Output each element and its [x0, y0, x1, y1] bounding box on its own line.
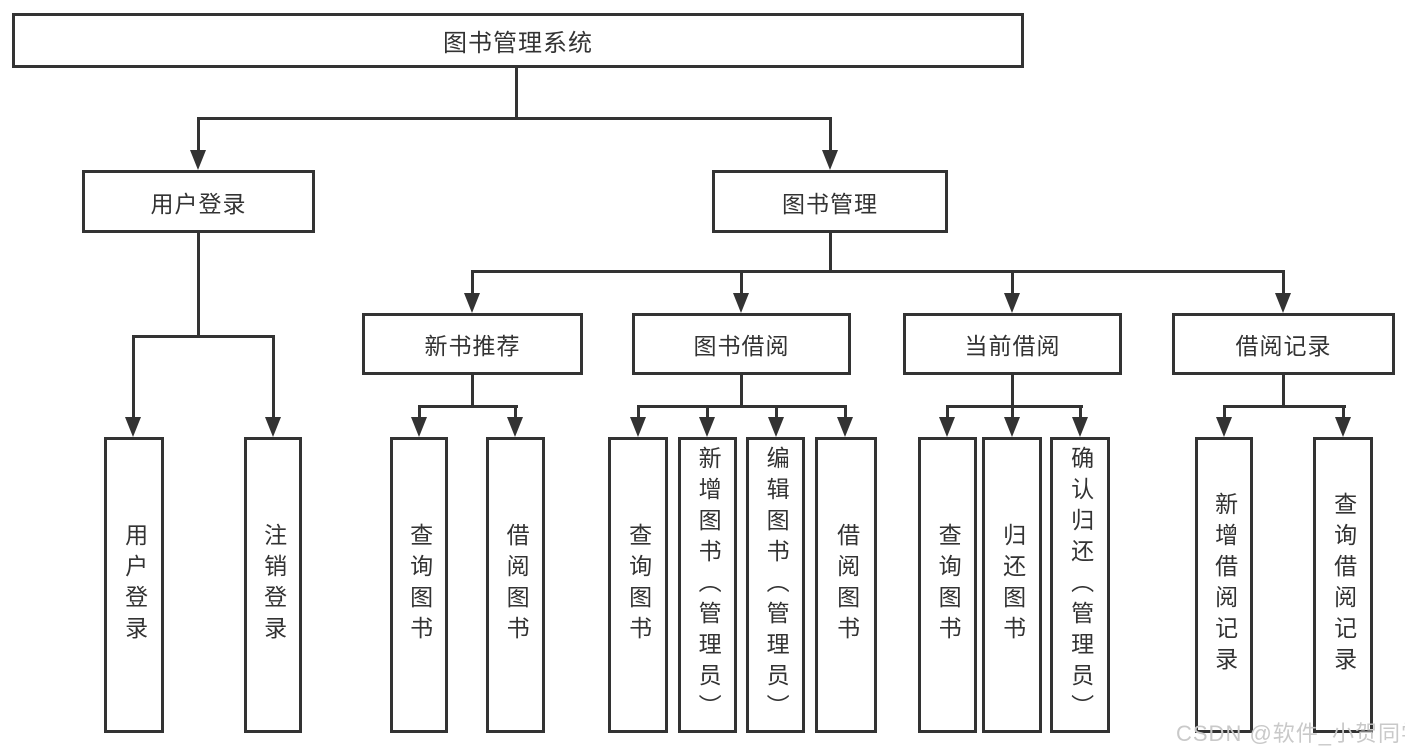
arrowhead-book-management	[822, 150, 838, 170]
node-root-label: 图书管理系统	[443, 30, 593, 57]
arrowhead-user-login	[190, 150, 206, 170]
leaf-borrow-books-recommend: 借阅图书	[486, 437, 545, 733]
leaf-query-borrow-record: 查询借阅记录	[1313, 437, 1373, 733]
connector-book-borrowing-hline	[637, 405, 847, 408]
watermark: CSDN @软件_小贺同学	[1176, 721, 1405, 746]
arrowhead-add-record	[1216, 417, 1232, 437]
connector-drop-user-login	[197, 117, 200, 155]
leaf-add-borrow-record-label: 新增借阅记录	[1211, 492, 1238, 678]
connector-drop-book-management	[829, 117, 832, 155]
connector-drop-current-borrowing	[1011, 270, 1014, 297]
connector-drop-borrow1	[514, 405, 517, 419]
leaf-query-borrow-record-label: 查询借阅记录	[1330, 492, 1357, 678]
arrowhead-return-book	[1004, 417, 1020, 437]
node-book-management-label: 图书管理	[782, 190, 878, 217]
arrowhead-new-book	[464, 293, 480, 313]
leaf-query-books-recommend: 查询图书	[390, 437, 448, 733]
connector-drop-book-borrowing	[740, 270, 743, 297]
leaf-add-borrow-record: 新增借阅记录	[1195, 437, 1253, 733]
leaf-confirm-return-admin-label: 确认归还（管理员）	[1067, 445, 1094, 725]
arrowhead-borrow2	[837, 417, 853, 437]
connector-l2-hline	[197, 117, 832, 120]
connector-drop-query1	[418, 405, 421, 419]
connector-l3-hline	[471, 270, 1285, 273]
connector-user-login-hline	[132, 335, 275, 338]
node-root: 图书管理系统	[12, 13, 1024, 68]
arrowhead-leaf-login	[125, 417, 141, 437]
leaf-borrow-books-recommend-label: 借阅图书	[503, 523, 530, 647]
arrowhead-leaf-logout	[265, 417, 281, 437]
leaf-logout: 注销登录	[244, 437, 302, 733]
connector-drop-leaf-logout	[272, 335, 275, 419]
node-book-management: 图书管理	[712, 170, 948, 233]
connector-drop-leaf-login	[132, 335, 135, 419]
connector-borrowing-records-hline	[1223, 405, 1346, 408]
leaf-return-book-label: 归还图书	[999, 523, 1026, 647]
node-new-book-recommend: 新书推荐	[362, 313, 583, 375]
connector-current-borrowing-hline	[946, 405, 1083, 408]
connector-drop-query-record	[1342, 405, 1345, 419]
node-borrowing-records: 借阅记录	[1172, 313, 1395, 375]
leaf-query-books-current-label: 查询图书	[935, 523, 962, 647]
node-user-login: 用户登录	[82, 170, 315, 233]
connector-drop-return-book	[1011, 405, 1014, 419]
leaf-edit-book-admin: 编辑图书（管理员）	[746, 437, 805, 733]
connector-book-mgmt-stub	[829, 232, 832, 270]
leaf-query-books-borrowing-label: 查询图书	[625, 523, 652, 647]
arrowhead-borrow1	[507, 417, 523, 437]
connector-drop-query3	[946, 405, 949, 419]
connector-drop-new-book	[471, 270, 474, 297]
connector-root-stub	[515, 68, 518, 117]
connector-borrowing-records-stub	[1282, 375, 1285, 405]
leaf-user-login: 用户登录	[104, 437, 164, 733]
arrowhead-borrowing-records	[1275, 293, 1291, 313]
leaf-query-books-current: 查询图书	[918, 437, 977, 733]
connector-drop-borrow2	[844, 405, 847, 419]
arrowhead-current-borrowing	[1004, 293, 1020, 313]
arrowhead-add-book	[699, 417, 715, 437]
leaf-logout-label: 注销登录	[260, 523, 287, 647]
connector-current-borrowing-stub	[1011, 375, 1014, 405]
leaf-edit-book-admin-label: 编辑图书（管理员）	[763, 445, 790, 725]
connector-drop-confirm-return	[1079, 405, 1082, 419]
node-book-borrowing: 图书借阅	[632, 313, 851, 375]
node-user-login-label: 用户登录	[150, 190, 247, 217]
leaf-confirm-return-admin: 确认归还（管理员）	[1050, 437, 1110, 733]
arrowhead-edit-book	[768, 417, 784, 437]
leaf-add-book-admin: 新增图书（管理员）	[678, 437, 737, 733]
arrowhead-confirm-return	[1072, 417, 1088, 437]
leaf-borrow-books-borrowing-label: 借阅图书	[833, 523, 860, 647]
leaf-query-books-recommend-label: 查询图书	[406, 523, 433, 647]
node-new-book-recommend-label: 新书推荐	[424, 333, 521, 359]
node-borrowing-records-label: 借阅记录	[1235, 333, 1332, 359]
node-current-borrowing-label: 当前借阅	[964, 333, 1061, 359]
arrowhead-query2	[630, 417, 646, 437]
connector-drop-query2	[637, 405, 640, 419]
leaf-user-login-label: 用户登录	[121, 523, 148, 647]
leaf-borrow-books-borrowing: 借阅图书	[815, 437, 877, 733]
arrowhead-query-record	[1335, 417, 1351, 437]
connector-drop-add-record	[1223, 405, 1226, 419]
connector-new-book-stub	[471, 375, 474, 405]
arrowhead-query1	[411, 417, 427, 437]
leaf-return-book: 归还图书	[982, 437, 1042, 733]
node-book-borrowing-label: 图书借阅	[693, 333, 790, 359]
connector-drop-edit-book	[775, 405, 778, 419]
connector-drop-add-book	[706, 405, 709, 419]
leaf-add-book-admin-label: 新增图书（管理员）	[695, 445, 722, 725]
leaf-query-books-borrowing: 查询图书	[608, 437, 668, 733]
arrowhead-book-borrowing	[733, 293, 749, 313]
node-current-borrowing: 当前借阅	[903, 313, 1122, 375]
connector-book-borrowing-stub	[740, 375, 743, 405]
connector-drop-borrowing-records	[1282, 270, 1285, 297]
connector-new-book-hline	[418, 405, 518, 408]
arrowhead-query3	[939, 417, 955, 437]
connector-user-login-stub	[197, 233, 200, 335]
